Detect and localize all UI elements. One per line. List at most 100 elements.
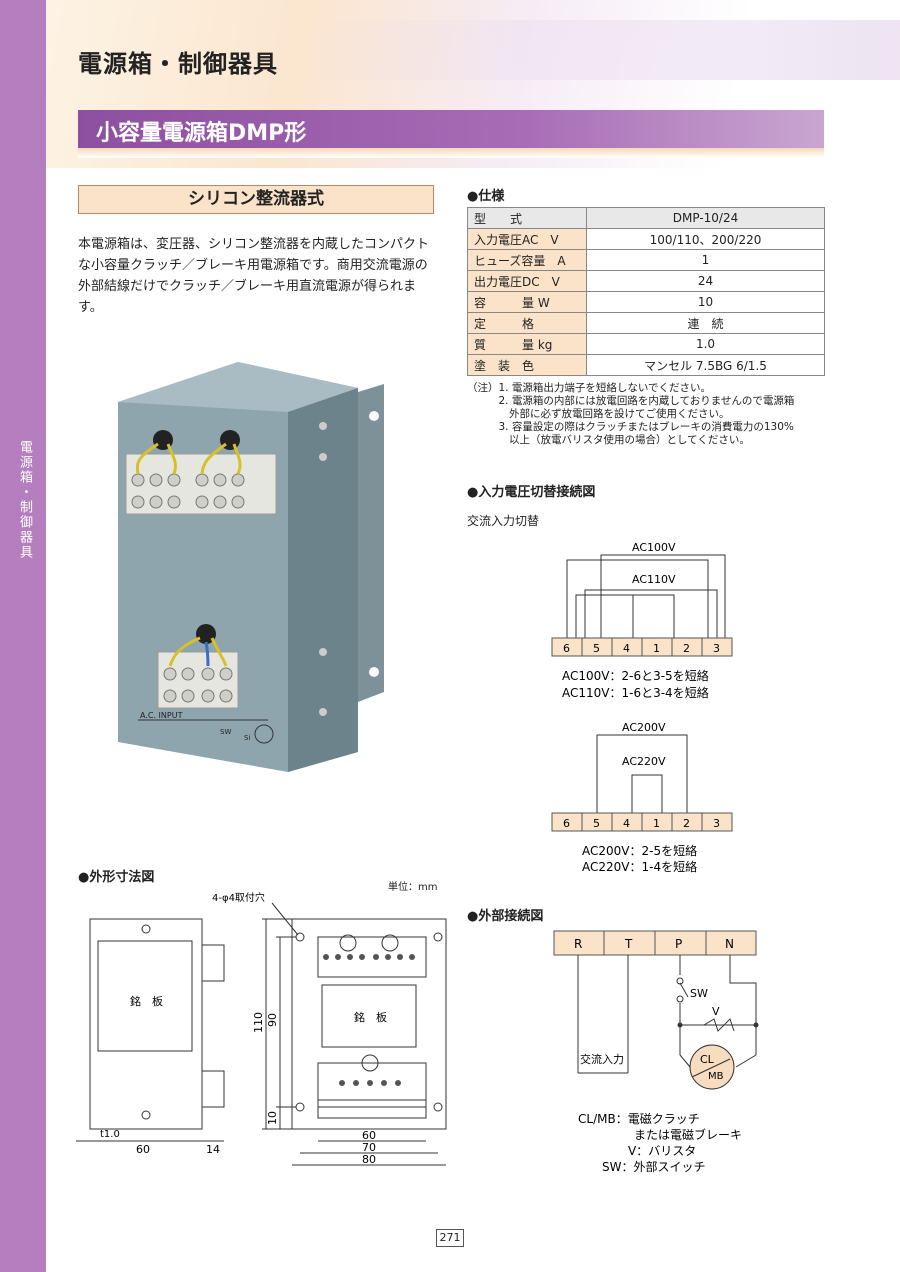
nameplate-label-front: 銘 板	[354, 1010, 387, 1024]
spec-value: 1	[586, 249, 825, 271]
dim-label: 60	[362, 1129, 376, 1142]
terminal-label: 6	[563, 817, 570, 830]
terminal-label: 1	[653, 817, 660, 830]
spec-value: 連 続	[586, 312, 825, 334]
header-stripe	[300, 20, 900, 80]
dim-label: 60	[136, 1143, 150, 1156]
external-heading: ●外部接続図	[467, 909, 544, 924]
terminal-label: P	[675, 937, 682, 951]
terminal-label: 5	[593, 817, 600, 830]
spec-value: 1.0	[586, 333, 825, 355]
photo-si-label: Si	[244, 734, 250, 742]
spec-key: 出力電圧DC V	[467, 270, 587, 292]
terminal-label: T	[624, 937, 633, 951]
spec-row: 塗 装 色マンセル 7.5BG 6/1.5	[467, 354, 825, 376]
ac-input-label: 交流入力	[580, 1052, 624, 1066]
d2-note: AC220V：1-4を短絡	[582, 859, 697, 874]
spec-note: 以上（放電バリスタ使用の場合）としてください。	[467, 434, 750, 446]
external-diagram: R T P N SW V 交流入力 CL MB CL/MB：電磁クラッチ または…	[553, 930, 759, 1174]
spec-note: （注）1. 電源箱出力端子を短絡しないでください。	[467, 382, 712, 394]
dim-label: t1.0	[100, 1129, 120, 1140]
photo-sw-label: SW	[220, 728, 231, 736]
spec-value: マンセル 7.5BG 6/1.5	[586, 354, 825, 376]
terminal-label: 3	[713, 642, 720, 655]
terminal-label: 3	[713, 817, 720, 830]
dim-label: 10	[266, 1111, 279, 1125]
v-label: V	[712, 1005, 720, 1018]
photo-input-label: A.C. INPUT	[140, 711, 183, 720]
cl-label: CL	[700, 1053, 715, 1066]
spec-key: 入力電圧AC V	[467, 228, 587, 250]
dimension-heading: ●外形寸法図	[78, 870, 155, 885]
spec-note: 3. 容量設定の際はクラッチまたはブレーキの消費電力の130%	[467, 421, 794, 433]
nameplate-label-side: 銘 板	[130, 994, 163, 1008]
d1-note: AC110V：1-6と3-4を短絡	[562, 685, 709, 700]
spec-value: 100/110、200/220	[586, 228, 825, 250]
dim-label: 14	[206, 1143, 220, 1156]
unit-label: 単位：mm	[388, 882, 438, 893]
d1-label-110: AC110V	[632, 573, 676, 586]
legend-line: CL/MB：電磁クラッチ	[578, 1111, 700, 1126]
d2-label-200: AC200V	[622, 721, 666, 734]
type-label: シリコン整流器式	[78, 185, 434, 214]
spec-row: 定 格連 続	[467, 312, 825, 334]
subtitle-shadow	[78, 148, 824, 158]
terminal-label: 2	[683, 642, 690, 655]
dim-label: 80	[362, 1153, 376, 1166]
product-photo: A.C. INPUT SW Si	[118, 362, 384, 772]
voltage-heading: ●入力電圧切替接続図	[467, 485, 596, 500]
spec-key: 型 式	[467, 207, 587, 229]
d2-terminal-strip: 6 5 4 1 2 3	[551, 812, 733, 832]
side-label: 電源箱・制御器具	[17, 440, 32, 560]
legend-line: SW：外部スイッチ	[602, 1159, 705, 1174]
terminal-label: 6	[563, 642, 570, 655]
side-band	[0, 0, 46, 1272]
dimension-drawing: 銘 板 銘 板 4-φ4取付穴 110 90 10 t1.0 60 14 60 …	[76, 891, 447, 1166]
d1-label-100: AC100V	[632, 541, 676, 554]
page-subtitle: 小容量電源箱DMP形	[96, 121, 307, 146]
sw-label: SW	[690, 987, 708, 1000]
spec-value: DMP-10/24	[586, 207, 825, 229]
legend-line: V：バリスタ	[628, 1144, 696, 1158]
mb-label: MB	[708, 1071, 724, 1082]
page-title: 電源箱・制御器具	[78, 50, 278, 78]
spec-key: ヒューズ容量 A	[467, 249, 587, 271]
spec-note: 外部に必ず放電回路を設けてご使用ください。	[467, 408, 730, 420]
terminal-label: 1	[653, 642, 660, 655]
terminal-label: 5	[593, 642, 600, 655]
hole-label: 4-φ4取付穴	[212, 891, 265, 904]
terminal-label: N	[725, 937, 734, 951]
spec-key: 容 量 W	[467, 291, 587, 313]
terminal-label: R	[574, 937, 582, 951]
spec-key: 塗 装 色	[467, 354, 587, 376]
spec-value: 10	[586, 291, 825, 313]
external-terminal-strip: R T P N	[553, 930, 757, 956]
d2-label-220: AC220V	[622, 755, 666, 768]
d1-note: AC100V：2-6と3-5を短絡	[562, 668, 709, 683]
d1-terminal-strip: 6 5 4 1 2 3	[551, 637, 733, 657]
spec-value: 24	[586, 270, 825, 292]
terminal-label: 4	[623, 642, 630, 655]
dim-label: 90	[266, 1013, 279, 1027]
subtitle-band	[78, 110, 824, 148]
page-number: 271	[436, 1229, 464, 1247]
spec-heading: ●仕様	[467, 189, 505, 204]
description: 本電源箱は、変圧器、シリコン整流器を内蔵したコンパクトな小容量クラッチ／ブレーキ…	[78, 237, 430, 315]
spec-note: 2. 電源箱の内部には放電回路を内蔵しておりませんので電源箱	[467, 395, 795, 407]
legend-line: または電磁ブレーキ	[634, 1127, 742, 1142]
d2-note: AC200V：2-5を短絡	[582, 843, 697, 858]
spec-key: 定 格	[467, 312, 587, 334]
terminal-label: 2	[683, 817, 690, 830]
dim-label: 110	[252, 1012, 265, 1033]
terminal-label: 4	[623, 817, 630, 830]
spec-notes: （注）1. 電源箱出力端子を短絡しないでください。 2. 電源箱の内部には放電回…	[467, 382, 794, 447]
voltage-subheading: 交流入力切替	[467, 514, 540, 528]
spec-key: 質 量 kg	[467, 333, 587, 355]
